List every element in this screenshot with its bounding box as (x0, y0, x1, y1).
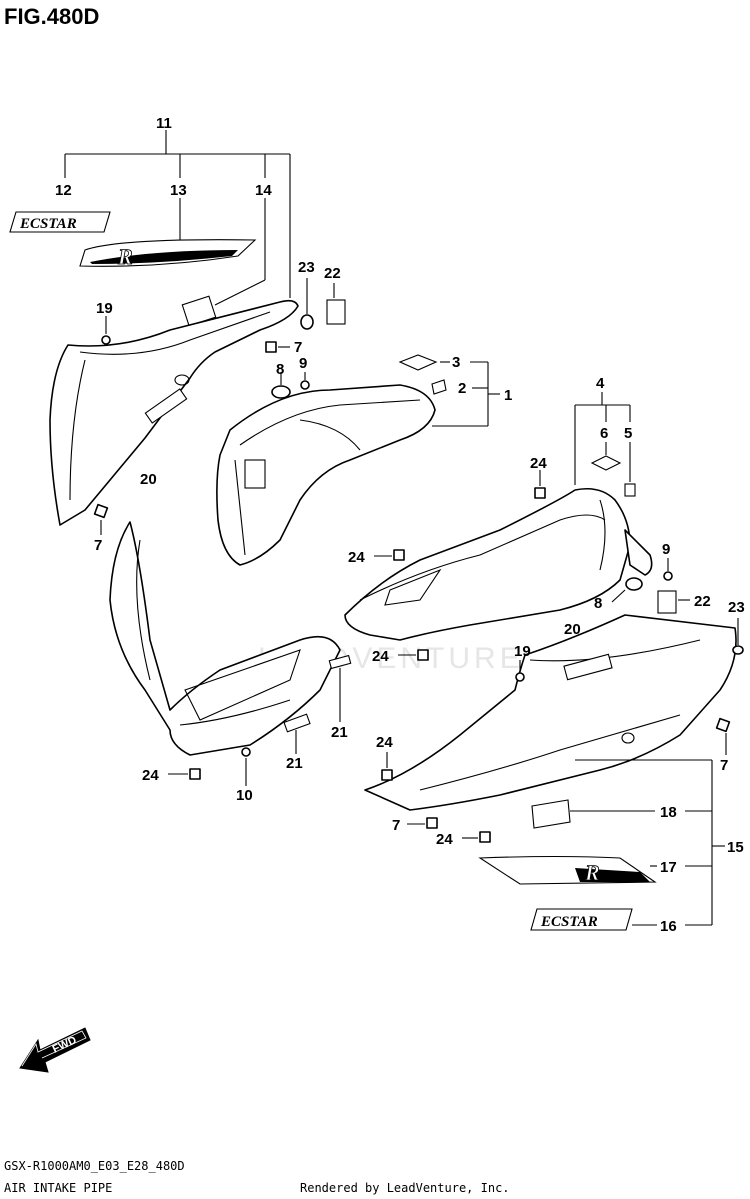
callout-24-left: 24 (142, 767, 159, 784)
nut-7-right (715, 717, 731, 733)
callout-7-lower: 7 (392, 817, 400, 834)
section-name: AIR INTAKE PIPE (4, 1181, 112, 1195)
callout-13: 13 (170, 182, 187, 199)
r-logo-upper-text: R (117, 244, 133, 269)
callout-15: 15 (727, 839, 744, 856)
callout-24-center: 24 (372, 648, 389, 665)
sticker-18 (531, 799, 571, 829)
sticker-20-lower (563, 653, 613, 681)
callout-23-upper: 23 (298, 259, 315, 276)
clip-24-center (417, 649, 429, 661)
callout-20-lower: 20 (564, 621, 581, 638)
ecstar-upper-text: ECSTAR (19, 216, 77, 232)
callout-19-lower: 19 (514, 643, 531, 660)
clip-24-left (189, 768, 201, 780)
leader-lines-1 (432, 361, 500, 427)
grommet-8-upper (271, 385, 291, 399)
render-credit: Rendered by LeadVenture, Inc. (300, 1181, 510, 1195)
upper-left-cowl (49, 299, 299, 526)
sticker-3 (398, 354, 438, 371)
callout-21-lower: 21 (286, 755, 303, 772)
callout-11: 11 (156, 115, 172, 132)
callout-17: 17 (660, 859, 677, 876)
callout-3: 3 (452, 354, 460, 371)
sticker-20-upper (144, 388, 188, 424)
sticker-6 (590, 455, 622, 471)
nut-7-lower (426, 817, 438, 829)
ecstar-decal-lower: ECSTAR (530, 908, 633, 931)
air-intake-duct-left (216, 384, 436, 566)
callout-14: 14 (255, 182, 272, 199)
ecstar-lower-text: ECSTAR (540, 914, 598, 930)
ecstar-decal-upper: ECSTAR (9, 211, 111, 233)
callout-22-upper: 22 (324, 265, 341, 282)
fwd-arrow-icon: FWD (19, 1027, 91, 1073)
nut-7-upper (265, 341, 277, 353)
screw-10 (241, 747, 251, 757)
callout-21-upper: 21 (331, 724, 348, 741)
leader-lines-11 (64, 130, 291, 306)
callout-7-right: 7 (720, 757, 728, 774)
sticker-5 (624, 483, 636, 497)
callout-24-duct: 24 (530, 455, 547, 472)
callout-9-right: 9 (662, 541, 670, 558)
leader-lines-15 (570, 759, 725, 926)
callout-16: 16 (660, 918, 677, 935)
r-logo-decal-upper: R (79, 239, 257, 269)
sticker-21-upper (328, 654, 352, 670)
sticker-2 (431, 379, 447, 395)
callout-24-mid: 24 (348, 549, 365, 566)
leader-lines-4 (574, 392, 631, 485)
callout-19-upper: 19 (96, 300, 113, 317)
callout-20-upper: 20 (140, 471, 157, 488)
air-intake-duct-right (344, 487, 653, 641)
screw-19-lower (515, 672, 525, 682)
model-code: GSX-R1000AM0_E03_E28_480D (4, 1159, 185, 1173)
callout-2: 2 (458, 380, 466, 397)
callout-8-upper: 8 (276, 361, 284, 378)
lower-right-cowl (364, 614, 737, 811)
clip-24-lower (381, 769, 393, 781)
callout-24-lower: 24 (376, 734, 393, 751)
callout-4: 4 (596, 375, 605, 392)
bolt-9-right (663, 571, 673, 581)
clip-23-upper (300, 314, 314, 330)
r-logo-decal-lower: R (478, 855, 657, 885)
callout-23-lower: 23 (728, 599, 745, 616)
callout-24-bottom: 24 (436, 831, 453, 848)
sticker-22-upper (326, 299, 346, 325)
callout-8-right: 8 (594, 595, 602, 612)
bolt-9-upper (300, 380, 310, 390)
callout-18: 18 (660, 804, 677, 821)
sticker-21-lower (283, 713, 311, 733)
callout-5: 5 (624, 425, 632, 442)
screw-19-upper (101, 335, 111, 345)
callout-22-right: 22 (694, 593, 711, 610)
callout-10: 10 (236, 787, 253, 804)
callout-9-upper: 9 (299, 355, 307, 372)
figure-title: FIG.480D (4, 4, 99, 29)
lower-left-inner-panel (109, 521, 341, 756)
callout-7-upper: 7 (294, 339, 302, 356)
clip-23-lower (732, 645, 744, 655)
callout-7-left: 7 (94, 537, 102, 554)
sticker-22-right (657, 590, 677, 614)
callout-6: 6 (600, 425, 608, 442)
callout-labels: 11 12 13 14 23 22 19 7 8 9 3 2 1 4 6 5 2… (55, 115, 745, 935)
r-logo-lower-text: R (584, 860, 600, 885)
clip-24-bottom (479, 831, 491, 843)
nut-7-left (93, 503, 109, 519)
clip-24-duct (534, 487, 546, 499)
callout-12: 12 (55, 182, 72, 199)
clip-24-mid (393, 549, 405, 561)
callout-1: 1 (504, 387, 512, 404)
grommet-8-right (625, 577, 643, 591)
